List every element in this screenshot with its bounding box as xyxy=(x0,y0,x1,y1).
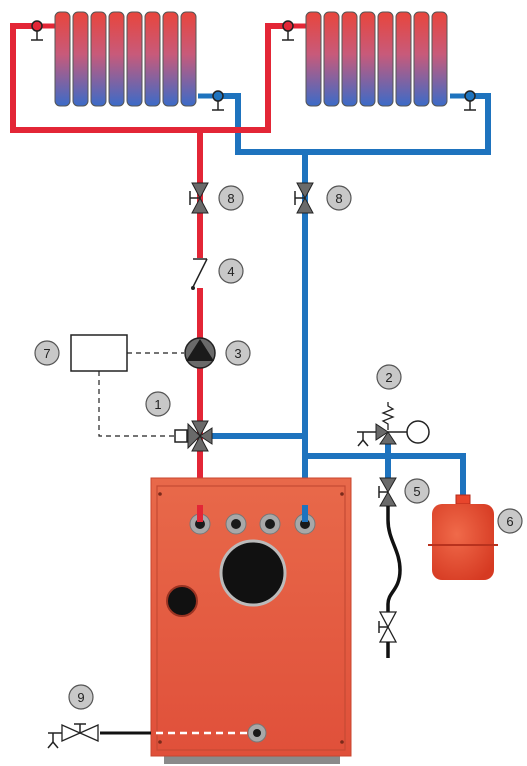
svg-text:6: 6 xyxy=(506,514,513,529)
supply-pipe-radiator-1 xyxy=(10,23,200,133)
flex-hose xyxy=(386,506,402,612)
mixing-valve-icon xyxy=(174,420,213,452)
expansion-vessel-icon xyxy=(428,494,498,580)
valve-control-line xyxy=(98,371,175,437)
return-pipe-expansion xyxy=(305,453,466,495)
radiator-1-supply-vent-icon xyxy=(31,20,43,41)
badge-shutoff-valve-supply: 8 xyxy=(218,185,244,211)
badge-expansion-vessel: 6 xyxy=(497,508,523,534)
badge-drain-valve: 9 xyxy=(68,684,94,710)
svg-text:7: 7 xyxy=(43,346,50,361)
safety-valve-icon xyxy=(357,402,430,447)
controller-box xyxy=(70,334,128,372)
check-valve-icon xyxy=(191,252,208,294)
shutoff-valve-return-icon xyxy=(294,182,314,214)
drain-valve-icon xyxy=(47,723,99,749)
svg-text:5: 5 xyxy=(413,484,420,499)
burner-opening-icon xyxy=(219,539,287,607)
svg-text:3: 3 xyxy=(234,346,241,361)
svg-text:2: 2 xyxy=(385,370,392,385)
sight-glass-icon xyxy=(166,585,198,617)
circulation-pump-icon xyxy=(184,337,216,369)
supply-pipe-radiator-2 xyxy=(200,23,288,133)
badge-check-valve: 4 xyxy=(218,258,244,284)
badge-shutoff-valve-return: 8 xyxy=(326,185,352,211)
badge-controller: 7 xyxy=(34,340,60,366)
svg-text:4: 4 xyxy=(227,264,234,279)
boiler xyxy=(150,477,352,764)
svg-text:1: 1 xyxy=(154,397,161,412)
return-pipe-radiator-1 xyxy=(218,93,305,155)
return-pipe-radiator-2 xyxy=(305,93,491,155)
svg-text:8: 8 xyxy=(227,191,234,206)
radiator-2-return-vent-icon xyxy=(464,90,476,111)
svg-text:9: 9 xyxy=(77,690,84,705)
radiator-2-supply-vent-icon xyxy=(282,20,294,41)
badge-safety-valve: 2 xyxy=(376,364,402,390)
return-pipes xyxy=(210,93,491,522)
lower-shutoff-valve-icon xyxy=(378,611,398,643)
radiator-1 xyxy=(31,11,224,111)
boiler-port-icon xyxy=(225,513,247,535)
svg-text:8: 8 xyxy=(335,191,342,206)
radiator-1-return-vent-icon xyxy=(212,90,224,111)
drain-port-icon xyxy=(247,723,267,743)
boiler-port-icon xyxy=(259,513,281,535)
badge-cap-valve: 5 xyxy=(404,478,430,504)
cap-valve-icon xyxy=(378,477,397,507)
radiator-2 xyxy=(282,11,476,111)
badge-circulation-pump: 3 xyxy=(225,340,251,366)
shutoff-valve-supply-icon xyxy=(189,182,209,214)
badge-mixing-valve: 1 xyxy=(145,391,171,417)
